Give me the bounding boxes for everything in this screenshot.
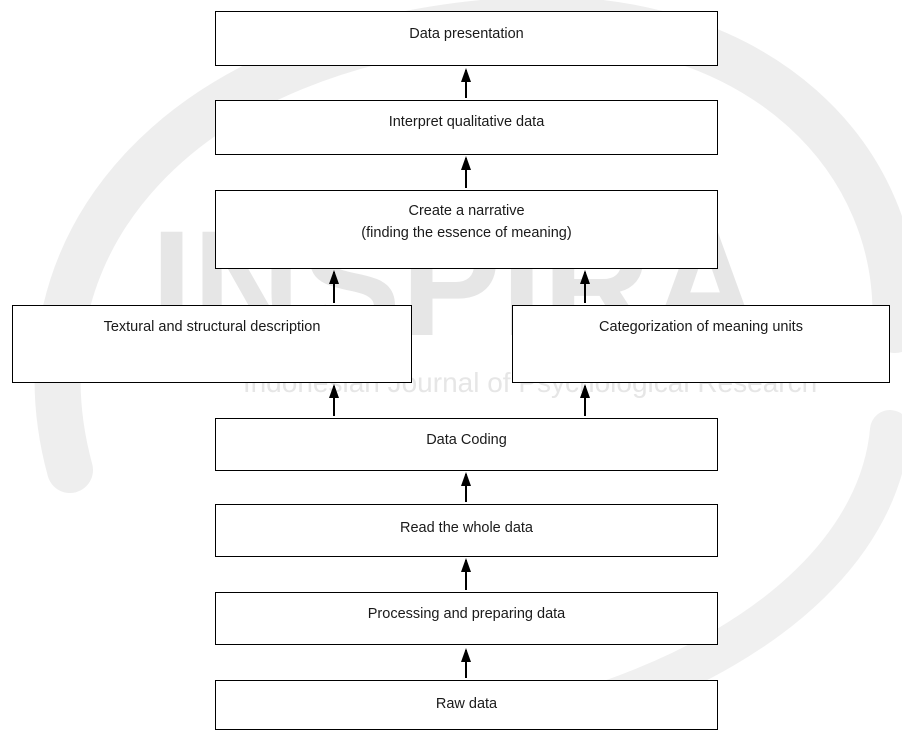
arrow-raw-to-processing-head — [461, 648, 471, 662]
node-categorization-meaning-units: Categorization of meaning units — [512, 305, 890, 383]
arrow-textural-to-narrative-head — [329, 270, 339, 284]
node-data-presentation: Data presentation — [215, 11, 718, 66]
arrow-categorization-to-narrative-head — [580, 270, 590, 284]
arrow-interpret-to-presentation-head — [461, 68, 471, 82]
node-textural-structural-description: Textural and structural description — [12, 305, 412, 383]
node-label-line2: (finding the essence of meaning) — [361, 225, 572, 241]
arrow-read-to-coding-head — [461, 472, 471, 486]
node-data-coding: Data Coding — [215, 418, 718, 471]
node-create-narrative: Create a narrative (finding the essence … — [215, 190, 718, 269]
node-label: Processing and preparing data — [367, 606, 566, 622]
node-label: Categorization of meaning units — [599, 319, 803, 335]
node-label-line1: Create a narrative — [408, 203, 525, 219]
node-label: Data presentation — [409, 26, 524, 42]
node-read-whole-data: Read the whole data — [215, 504, 718, 557]
node-label: Textural and structural description — [103, 319, 321, 335]
node-label: Read the whole data — [399, 520, 533, 536]
arrow-narrative-to-interpret-head — [461, 156, 471, 170]
arrow-coding-to-categorization-head — [580, 384, 590, 398]
arrow-coding-to-textural-head — [329, 384, 339, 398]
node-label: Interpret qualitative data — [388, 114, 545, 130]
node-label: Raw data — [435, 696, 498, 712]
node-interpret-qualitative-data: Interpret qualitative data — [215, 100, 718, 155]
node-label: Data Coding — [426, 432, 507, 448]
arrow-processing-to-read-head — [461, 558, 471, 572]
node-raw-data: Raw data — [215, 680, 718, 730]
node-processing-preparing-data: Processing and preparing data — [215, 592, 718, 645]
